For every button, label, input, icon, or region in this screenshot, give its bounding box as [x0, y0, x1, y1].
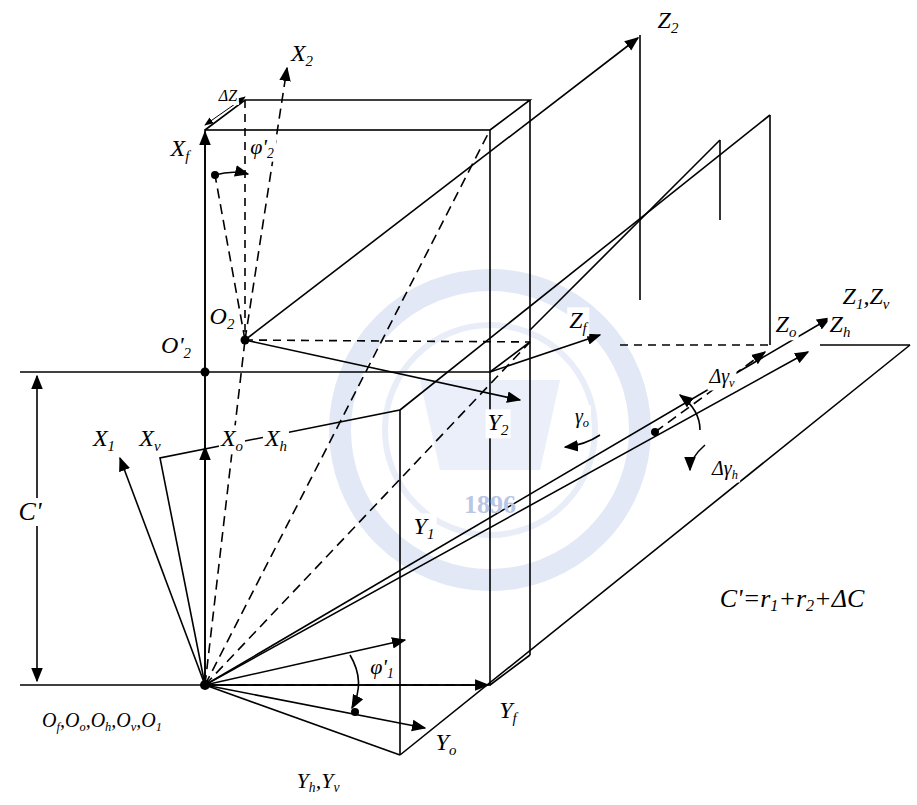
- yf-axis: [205, 684, 488, 686]
- axis-label: φ'1: [368, 655, 396, 682]
- axis-label: Xv: [137, 425, 162, 454]
- watermark-text: 1896: [462, 491, 518, 519]
- axis-label: γo: [573, 405, 591, 430]
- axis-label: C'=r1+r2+ΔC: [718, 585, 867, 616]
- zf-axis: [490, 335, 600, 372]
- origin-dot: [201, 368, 210, 377]
- axis-label: Z1,Zv: [841, 283, 892, 312]
- zo-axis: [655, 352, 765, 432]
- z2-axis: [245, 38, 638, 340]
- origin-dot: [200, 680, 210, 690]
- axis-label: O'2: [159, 332, 193, 361]
- y1-axis: [205, 640, 405, 685]
- pivot-dot: [211, 171, 219, 179]
- floor-edge: [400, 345, 910, 755]
- xo-axis: [204, 447, 206, 520]
- box-top: [205, 100, 530, 130]
- axis-label: Δγv: [707, 365, 736, 390]
- yh-axis: [205, 685, 400, 755]
- floor-edge: [820, 344, 910, 346]
- yo-axis: [205, 685, 425, 728]
- axis-label: X2: [289, 40, 315, 69]
- dimension-line: [36, 376, 38, 681]
- angle-arc: [215, 172, 248, 175]
- axis-label: Zf: [567, 307, 589, 336]
- angle-arc: [690, 445, 705, 470]
- axis-label: Yf: [497, 697, 519, 726]
- box-edge: [490, 655, 530, 685]
- plane-edge: [769, 115, 771, 345]
- plane-edge: [719, 140, 721, 220]
- hidden-edge: [244, 100, 246, 340]
- box-edge: [529, 100, 531, 655]
- zh-axis: [205, 352, 808, 685]
- axis-label: Y2: [486, 409, 511, 438]
- dimension-line: [20, 684, 205, 686]
- plane-edge: [530, 140, 720, 330]
- y2-axis: [245, 340, 520, 400]
- dashed-line: [205, 342, 530, 685]
- pivot-dot: [351, 708, 359, 716]
- x2-axis: [245, 68, 287, 340]
- axis-label: Xf: [169, 135, 192, 164]
- dashed-line: [205, 684, 490, 686]
- dashed-line: [205, 340, 245, 685]
- z1-axis: [205, 318, 830, 685]
- axis-label: O2: [208, 303, 237, 332]
- angle-arc: [565, 435, 600, 447]
- xf-axis: [204, 132, 206, 685]
- axis-label: Of,Oo,Oh,Ov,O1: [40, 709, 164, 734]
- axis-label: Y1: [412, 513, 437, 542]
- axis-label: C': [17, 498, 44, 526]
- angle-arc: [680, 395, 700, 430]
- dimension-line: [20, 371, 205, 373]
- plane-edge: [400, 115, 770, 410]
- pivot-dot: [651, 428, 659, 436]
- axis-label: Yh,Yv: [295, 769, 342, 796]
- axis-label: Yo: [434, 729, 459, 758]
- axis-label: Xh: [263, 425, 289, 454]
- angle-arc: [350, 655, 359, 708]
- axis-label: Zh: [828, 311, 853, 340]
- axis-label: Z2: [656, 7, 681, 36]
- axis-label: ΔZ: [217, 87, 239, 105]
- axis-label: Zo: [774, 311, 799, 340]
- origin-dot: [241, 336, 250, 345]
- axis-label: X1: [91, 425, 117, 454]
- x1-axis: [120, 458, 205, 685]
- axis-label: Xo: [219, 425, 245, 454]
- axis-label: Δγh: [710, 457, 740, 482]
- plane-edge: [639, 35, 641, 300]
- tilted-plane: [160, 410, 400, 755]
- floor-edge: [620, 344, 770, 346]
- box-mid: [490, 342, 530, 372]
- axis-label: φ'2: [248, 135, 276, 162]
